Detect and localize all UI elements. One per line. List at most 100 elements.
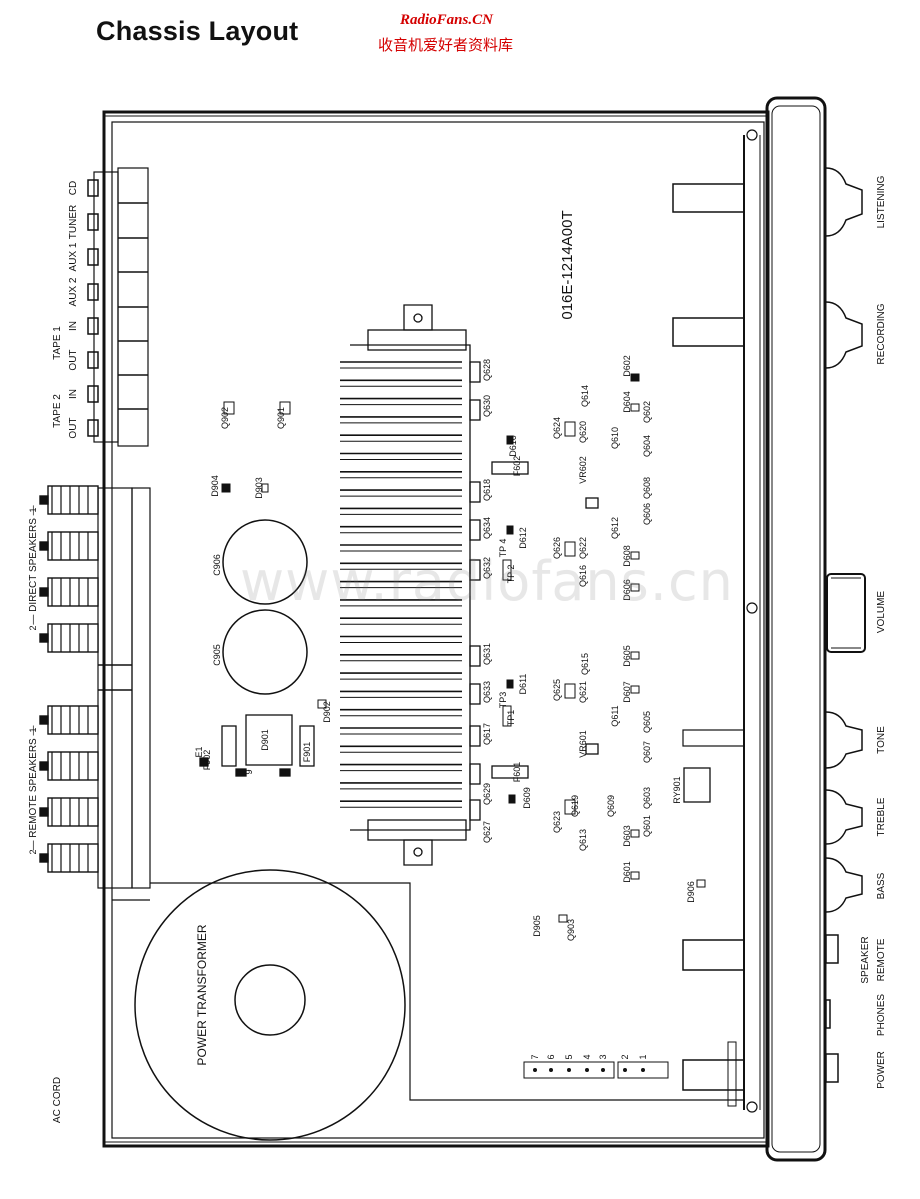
component-label: F902 (202, 750, 212, 771)
component-label: Q604 (642, 435, 652, 457)
connector-pin (549, 1068, 553, 1072)
component-label: TP1 (506, 710, 516, 727)
component-label: C906 (212, 554, 222, 576)
connector-pin (641, 1068, 645, 1072)
component-label: Q621 (578, 681, 588, 703)
component-label: TP3 (498, 692, 508, 709)
tape2-label: TAPE 2 (52, 394, 63, 428)
component-label: Q624 (552, 417, 562, 439)
component-label: C905 (212, 644, 222, 666)
component-label: RY901 (672, 776, 682, 803)
component-label: Q616 (578, 565, 588, 587)
terminal-tip (39, 495, 49, 505)
component-label: Q603 (642, 787, 652, 809)
component-label: Q620 (578, 421, 588, 443)
direct-speakers-label: — DIRECT SPEAKERS — (28, 505, 39, 624)
terminal-tip (39, 853, 49, 863)
component-label: Q612 (610, 517, 620, 539)
component-label: Q609 (606, 795, 616, 817)
front-control-label: PHONES (876, 994, 887, 1037)
component-label: D612 (518, 527, 528, 549)
component-label: Q619 (570, 795, 580, 817)
speaker-number: 2 (28, 849, 38, 854)
component-label: D608 (622, 545, 632, 567)
small-parts (221, 373, 737, 1107)
component-label: 8 (278, 769, 288, 774)
component-label: D610 (508, 435, 518, 457)
rear-jack-label: AUX 2 (68, 277, 79, 306)
component-label: Q902 (220, 407, 230, 429)
component-label: Q627 (482, 821, 492, 843)
transistor-pad (469, 481, 481, 503)
component-label: F601 (512, 762, 522, 783)
connector-pin (623, 1068, 627, 1072)
terminal-tip (39, 587, 49, 597)
component-label: Q633 (482, 681, 492, 703)
front-control-label: REMOTE (876, 938, 887, 981)
front-control-label: TONE (876, 726, 887, 754)
rear-jack-label: TUNER (68, 205, 79, 239)
connector-pin (601, 1068, 605, 1072)
ac-cord-label: AC CORD (52, 1077, 63, 1123)
component-label: D611 (518, 674, 528, 695)
speaker-number: 1 (28, 507, 38, 512)
component-label: Q615 (580, 653, 590, 675)
rear-jack-label: OUT (68, 349, 79, 370)
terminal-tip (39, 807, 49, 817)
component-label: D906 (686, 881, 696, 903)
component-label: Q601 (642, 815, 652, 837)
connector-pin-label: 7 (530, 1054, 540, 1059)
component-label: D903 (254, 477, 264, 499)
rear-jack-label: AUX 1 (68, 242, 79, 271)
front-control-label: RECORDING (876, 303, 887, 364)
component-label: TP 2 (506, 565, 516, 584)
front-control-label: TREBLE (876, 797, 887, 836)
component-label: Q614 (580, 385, 590, 407)
component-label: Q611 (610, 705, 620, 726)
component-label: F901 (302, 742, 312, 763)
rectifier-area (199, 461, 711, 803)
speaker-terminal (47, 623, 99, 653)
connector-pin-label: 6 (546, 1054, 556, 1059)
terminal-tip (39, 715, 49, 725)
transistor-pad (469, 683, 481, 705)
component-label: Q634 (482, 517, 492, 539)
remote-speakers-label: — REMOTE SPEAKERS — (28, 725, 39, 850)
front-control-label: VOLUME (876, 591, 887, 634)
component-label: Q901 (276, 407, 286, 429)
component-label: D901 (260, 729, 270, 751)
component-label: D602 (622, 355, 632, 377)
component-label: D601 (622, 861, 632, 883)
component-label: D605 (622, 645, 632, 667)
speaker-terminal (47, 577, 99, 607)
connector-pin (567, 1068, 571, 1072)
tape1-label: TAPE 1 (52, 326, 63, 360)
component-label: Q602 (642, 401, 652, 423)
speaker-number: 1 (28, 727, 38, 732)
speaker-number: 2 (28, 625, 38, 630)
component-label: D905 (532, 915, 542, 937)
component-label: Q623 (552, 811, 562, 833)
site-name: RadioFans.CN (400, 12, 493, 28)
connector-pin-label: 2 (620, 1054, 630, 1059)
component-label: Q625 (552, 679, 562, 701)
component-label: D902 (322, 701, 332, 723)
connector-pin-label: 3 (598, 1054, 608, 1059)
component-label: Q630 (482, 395, 492, 417)
front-control-label: SPEAKER (860, 936, 871, 983)
component-label: VR601 (578, 730, 588, 758)
speaker-terminal (47, 531, 99, 561)
transistor-pad (469, 519, 481, 541)
component-label: Q617 (482, 723, 492, 745)
component-label: F602 (512, 456, 522, 477)
component-label: Q608 (642, 477, 652, 499)
rear-jack-label: IN (68, 389, 79, 399)
front-control-label: LISTENING (876, 175, 887, 228)
terminal-tip (39, 633, 49, 643)
connector-pin (585, 1068, 589, 1072)
component-label: E1 (194, 746, 204, 757)
component-label: Q903 (566, 919, 576, 941)
component-label: Q626 (552, 537, 562, 559)
transistor-pad (469, 361, 481, 383)
power-transformer (112, 869, 744, 1141)
